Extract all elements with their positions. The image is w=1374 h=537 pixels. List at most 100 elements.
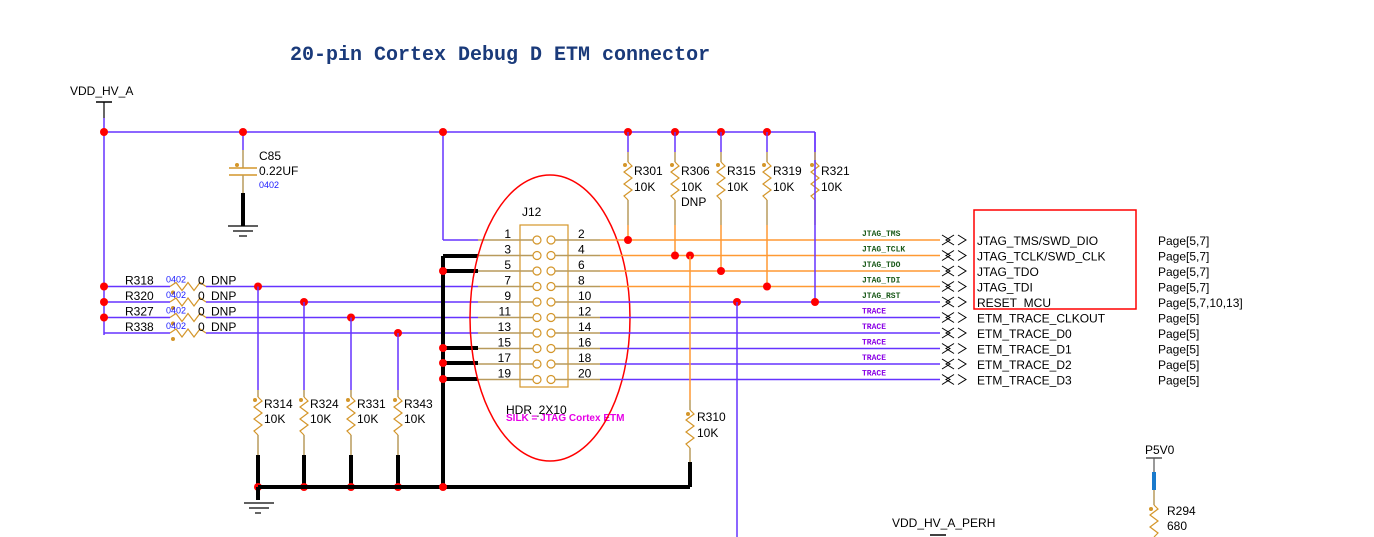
r294-value: 680 (1167, 519, 1187, 533)
power-label-p5v0: P5V0 (1145, 443, 1175, 457)
net-label: TRACE (862, 339, 886, 348)
series-resistor-value: 0 (198, 305, 205, 319)
pin-number-even: 8 (578, 274, 585, 288)
port-name: ETM_TRACE_CLKOUT (977, 312, 1106, 326)
port-name: ETM_TRACE_D3 (977, 374, 1072, 388)
pin-number-odd: 19 (498, 367, 512, 381)
series-resistor-value: 0 (198, 289, 205, 303)
vdd-bus (103, 118, 816, 335)
pullup-resistor-ref: R315 (727, 164, 756, 178)
power-label: VDD_HV_A (70, 84, 133, 98)
pullup-resistor-ref: R319 (773, 164, 802, 178)
page-reference: Page[5,7] (1158, 234, 1209, 248)
page-reference: Page[5] (1158, 312, 1199, 326)
pin-number-odd: 9 (504, 289, 511, 303)
port-name: RESET_MCU (977, 296, 1051, 310)
series-resistor-package: 0402 (166, 290, 186, 300)
net-label: TRACE (862, 354, 886, 363)
pulldown-resistor-value: 10K (264, 412, 285, 426)
pulldown-resistor-value: 10K (310, 412, 331, 426)
port-name: ETM_TRACE_D0 (977, 327, 1072, 341)
pulldown-resistor-ref: R314 (264, 397, 293, 411)
pin-number-odd: 11 (499, 305, 512, 319)
port-name: JTAG_TDO (977, 265, 1039, 279)
pin-number-even: 14 (578, 320, 592, 334)
net-label: JTAG_TMS (862, 230, 901, 239)
port-name: JTAG_TDI (977, 281, 1033, 295)
pullup-resistor-value: 10K (727, 180, 748, 194)
pullup-resistor-note: DNP (681, 195, 706, 209)
pin-number-odd: 1 (504, 227, 511, 241)
page-reference: Page[5] (1158, 358, 1199, 372)
page-reference: Page[5] (1158, 374, 1199, 388)
r294-ref: R294 (1167, 504, 1196, 518)
pulldown-resistor-ref: R331 (357, 397, 386, 411)
power-label-perh: VDD_HV_A_PERH (892, 516, 995, 530)
resistor-r310: R310 10K (685, 256, 726, 487)
net-label: TRACE (862, 323, 886, 332)
pin-number-odd: 17 (498, 351, 512, 365)
power-symbol-vdd-hv-a: VDD_HV_A (70, 84, 133, 118)
series-resistor-note: DNP (211, 274, 236, 288)
page-reference: Page[5,7] (1158, 281, 1209, 295)
pin-number-odd: 15 (498, 336, 512, 350)
series-resistor-ref: R320 (125, 289, 154, 303)
ground-bus (244, 254, 690, 514)
pin-number-odd: 13 (498, 320, 512, 334)
net-label: JTAG_TCLK (862, 246, 905, 255)
net-label: TRACE (862, 370, 886, 379)
net-label: JTAG_RST (862, 292, 901, 301)
series-resistor-ref: R318 (125, 274, 154, 288)
pulldown-resistor-value: 10K (404, 412, 425, 426)
page-reference: Page[5,7,10,13] (1158, 296, 1243, 310)
port-name: ETM_TRACE_D1 (977, 343, 1072, 357)
pulldown-resistor-ref: R324 (310, 397, 339, 411)
page-reference: Page[5] (1158, 327, 1199, 341)
pin-number-even: 18 (578, 351, 592, 365)
pullup-resistor-ref: R321 (821, 164, 850, 178)
pin-number-even: 12 (578, 305, 592, 319)
connector-ref: J12 (522, 205, 542, 219)
pin-number-odd: 5 (504, 258, 511, 272)
series-resistor-note: DNP (211, 320, 236, 334)
jtag-highlight-box (973, 209, 1137, 310)
c85-ref: C85 (259, 149, 281, 163)
pullup-resistor-ref: R306 (681, 164, 710, 178)
capacitor-c85: C85 0.22UF 0402 (228, 132, 298, 237)
series-resistor-value: 0 (198, 320, 205, 334)
pin-number-even: 6 (578, 258, 585, 272)
pin-number-even: 2 (578, 227, 585, 241)
connector-part: HDR_2X10 (506, 403, 567, 417)
pin-number-odd: 3 (504, 243, 511, 257)
pin-number-even: 4 (578, 243, 585, 257)
net-label: JTAG_TDO (862, 261, 901, 270)
port-name: ETM_TRACE_D2 (977, 358, 1072, 372)
pin-number-odd: 7 (504, 274, 511, 288)
series-resistor-ref: R338 (125, 320, 154, 334)
c85-package: 0402 (259, 180, 279, 190)
port-name: JTAG_TCLK/SWD_CLK (977, 250, 1105, 264)
pullup-resistor-value: 10K (634, 180, 655, 194)
series-resistor-package: 0402 (166, 321, 186, 331)
pullup-resistor-value: 10K (773, 180, 794, 194)
pulldown-resistor-ref: R343 (404, 397, 433, 411)
net-label: TRACE (862, 308, 886, 317)
pin-number-even: 20 (578, 367, 592, 381)
series-resistor-value: 0 (198, 274, 205, 288)
pin-number-even: 16 (578, 336, 592, 350)
pin-number-even: 10 (578, 289, 592, 303)
pullup-resistor-ref: R301 (634, 164, 663, 178)
page-reference: Page[5,7] (1158, 250, 1209, 264)
page-reference: Page[5,7] (1158, 265, 1209, 279)
pulldown-resistor-value: 10K (357, 412, 378, 426)
series-resistor-note: DNP (211, 289, 236, 303)
r310-value: 10K (697, 426, 718, 440)
series-resistor-note: DNP (211, 305, 236, 319)
series-resistor-package: 0402 (166, 306, 186, 316)
